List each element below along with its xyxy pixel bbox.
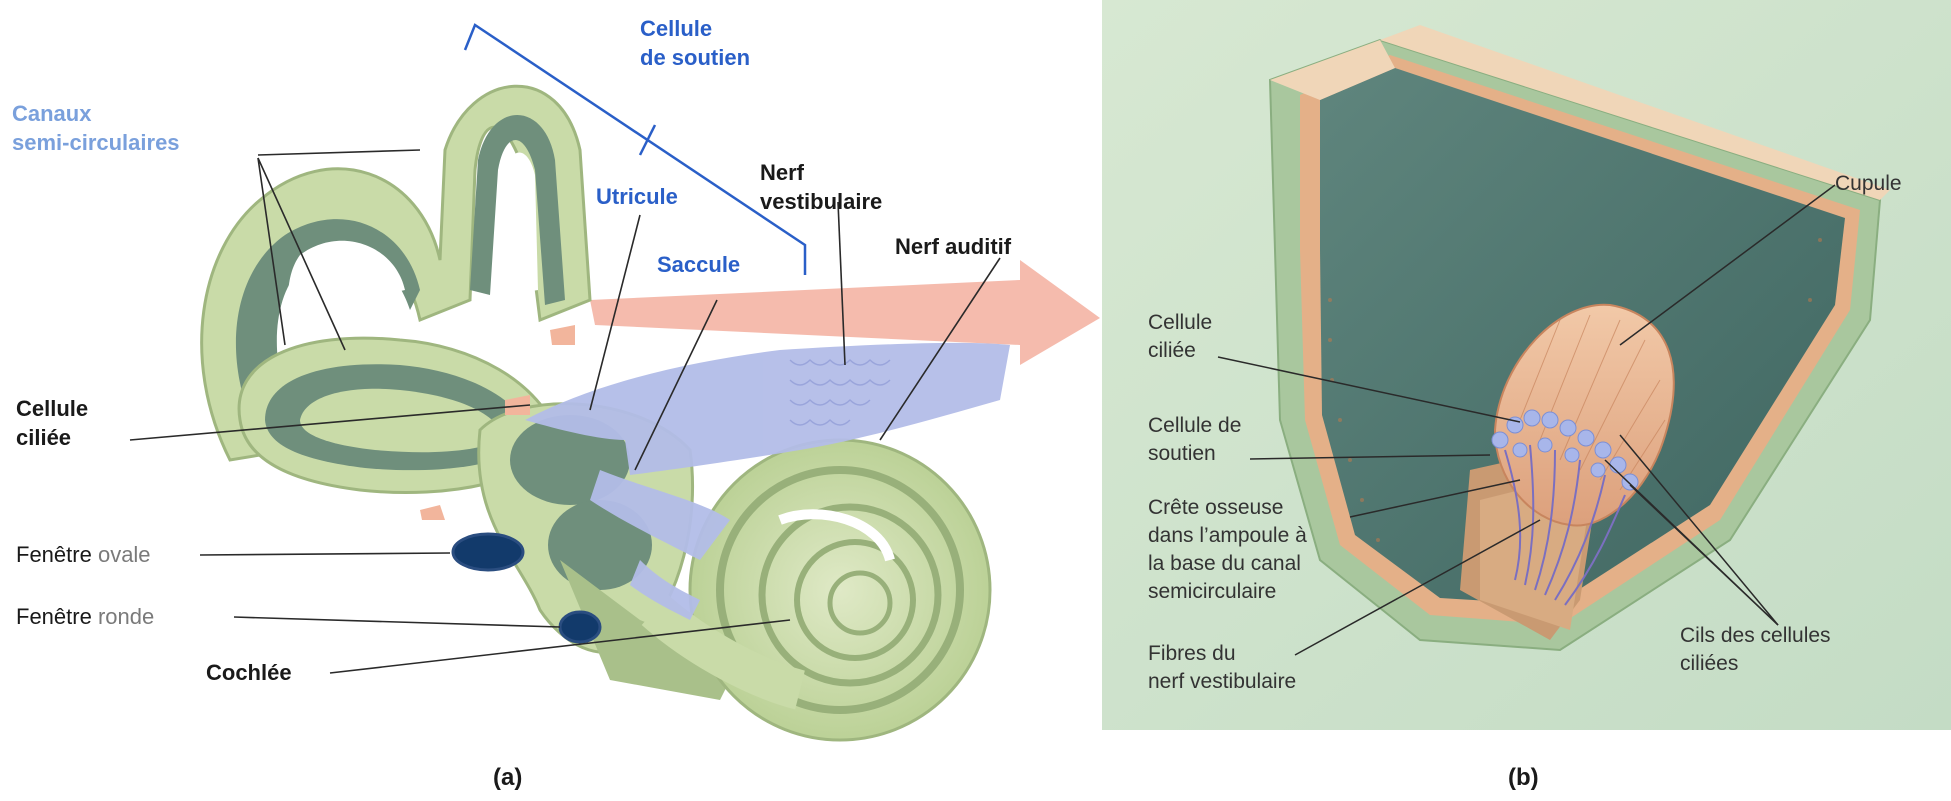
label-vestibular-nerve: Nerf vestibulaire: [760, 158, 882, 216]
label-vestibular-nerve-fibers: Fibres du nerf vestibulaire: [1148, 640, 1296, 696]
label-hair-cell-b: Cellule ciliée: [1148, 309, 1212, 365]
label-cochlea: Cochlée: [206, 658, 292, 687]
label-oval-window: Fenêtre ovale: [16, 540, 151, 569]
label-hair-cell-cilia: Cils des cellules ciliées: [1680, 622, 1831, 678]
caption-a: (a): [493, 764, 522, 792]
label-semicircular-canals: Canaux semi-circulaires: [12, 99, 180, 157]
round-window: [560, 612, 600, 642]
oval-window: [453, 534, 523, 570]
label-hair-cell-a: Cellule ciliée: [16, 394, 88, 452]
label-utricle: Utricule: [596, 182, 678, 211]
label-saccule: Saccule: [657, 250, 740, 279]
label-auditory-nerve: Nerf auditif: [895, 232, 1011, 261]
label-round-window: Fenêtre ronde: [16, 602, 154, 631]
label-supporting-cell-a: Cellule de soutien: [640, 14, 750, 72]
label-bony-crest: Crête osseuse dans l’ampoule à la base d…: [1148, 494, 1307, 606]
label-supporting-cell-b: Cellule de soutien: [1148, 412, 1241, 468]
caption-b: (b): [1508, 764, 1539, 792]
label-cupula: Cupule: [1835, 170, 1902, 198]
